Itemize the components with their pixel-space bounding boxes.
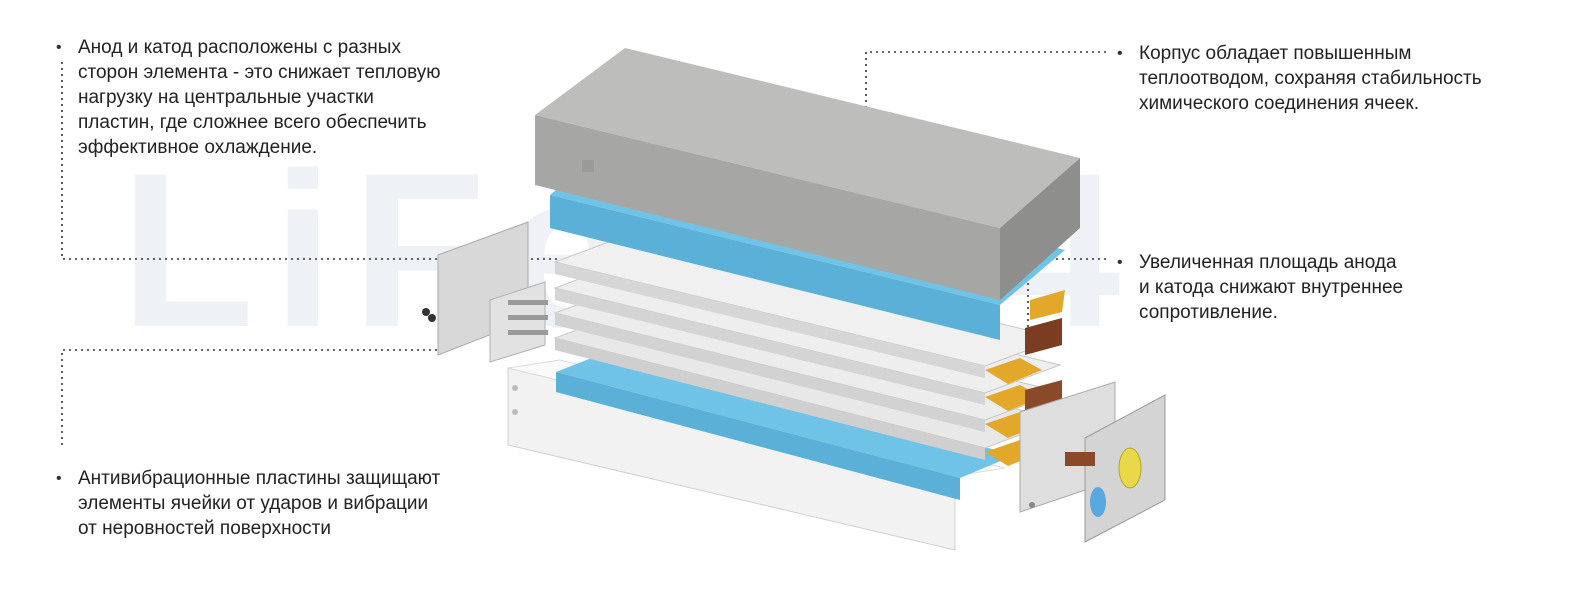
callout-anode-cathode: • Анод и катод расположены с разных стор… [56,35,538,160]
leader-line-casing [865,51,1110,150]
right-end-plate [1019,381,1166,543]
callout-casing: • Корпус обладает повышенным теплоотводо… [1117,41,1593,116]
cell-plates [553,233,1062,460]
bullet-icon: • [56,39,62,56]
leader-line-anode-cathode [61,62,560,260]
callout-electrode-area: • Увеличенная площадь анода и катода сни… [1117,250,1499,325]
leader-line-anti-vibration [61,349,448,445]
callout-text: Анод и катод расположены с разных сторон… [78,37,441,158]
callout-text: Антивибрационные пластины защищают элеме… [78,468,441,539]
bullet-icon: • [1117,254,1123,271]
bullet-icon: • [1117,45,1123,62]
callout-text: Увеличенная площадь анода и катода снижа… [1139,252,1404,323]
callout-text: Корпус обладает повышенным теплоотводом,… [1139,43,1482,114]
negative-terminal-icon [1090,487,1106,517]
bottom-anti-vibration-pad [556,350,1015,478]
bullet-icon: • [56,470,62,487]
casing [535,48,1080,300]
callout-anti-vibration: • Антивибрационные пластины защищают эле… [56,466,538,541]
positive-terminal-icon [1118,447,1142,489]
left-end-plate [422,221,548,363]
